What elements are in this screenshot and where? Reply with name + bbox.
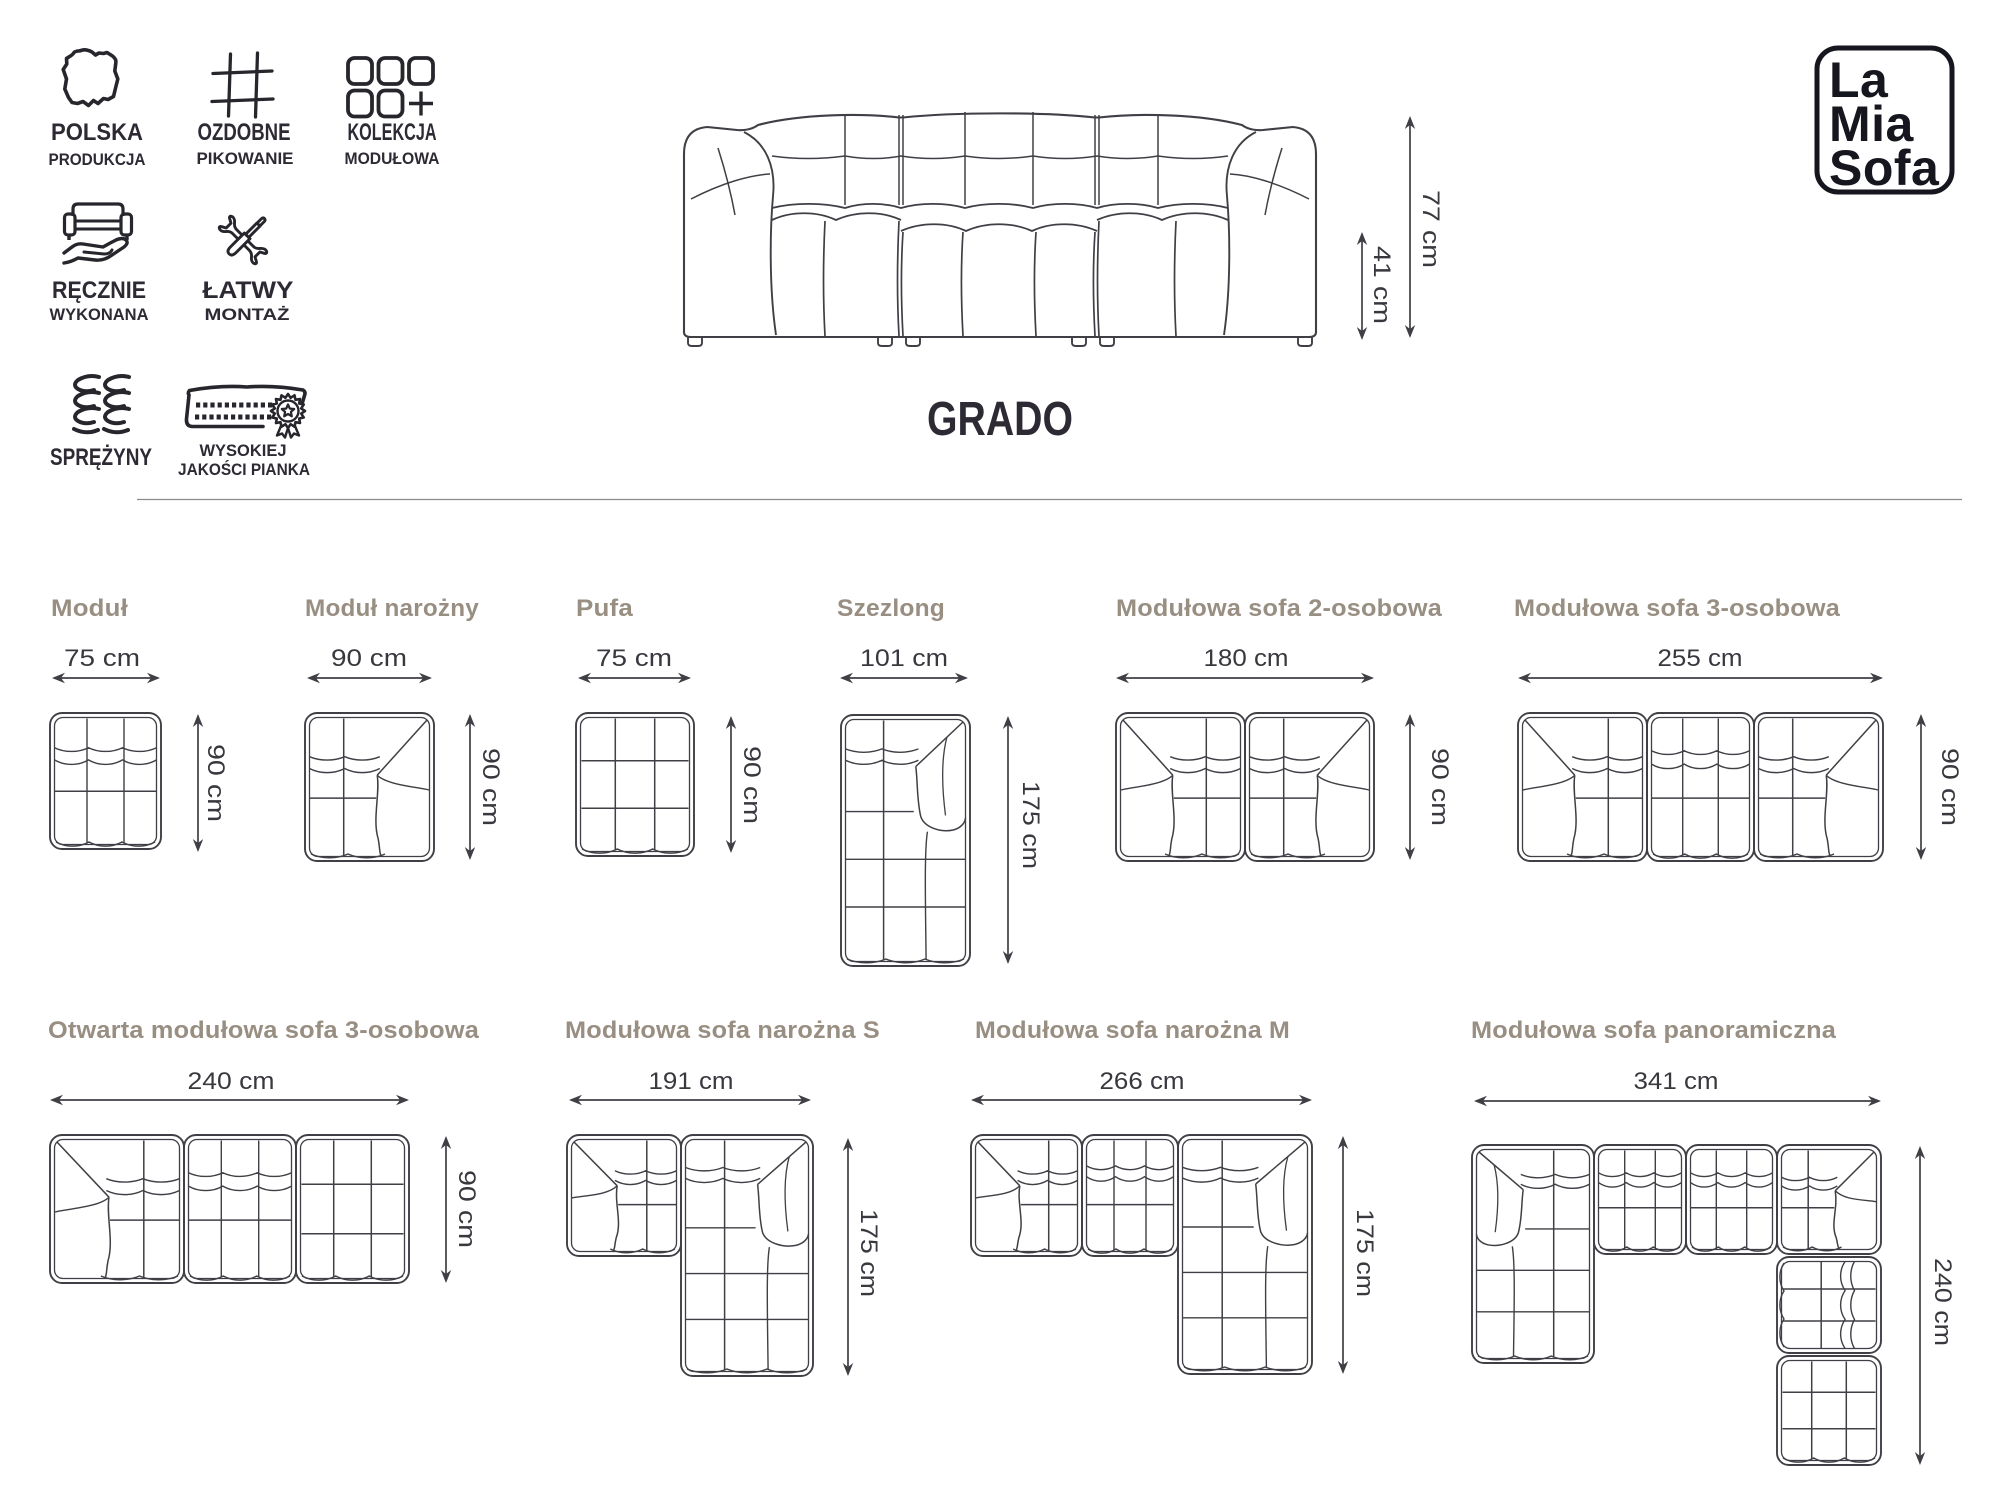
svg-text:Moduł narożny: Moduł narożny: [305, 595, 479, 622]
svg-text:77 cm: 77 cm: [1417, 190, 1444, 268]
svg-text:175 cm: 175 cm: [855, 1209, 882, 1297]
svg-text:KOLEKCJA: KOLEKCJA: [348, 119, 437, 146]
svg-text:101 cm: 101 cm: [860, 645, 948, 672]
svg-text:255 cm: 255 cm: [1658, 645, 1743, 672]
svg-text:Moduł: Moduł: [51, 595, 128, 622]
svg-text:266 cm: 266 cm: [1100, 1068, 1185, 1095]
svg-text:90 cm: 90 cm: [453, 1170, 480, 1248]
svg-text:Modułowa sofa 3-osobowa: Modułowa sofa 3-osobowa: [1514, 595, 1840, 622]
svg-text:175 cm: 175 cm: [1351, 1209, 1378, 1297]
svg-text:90 cm: 90 cm: [1936, 748, 1963, 826]
svg-text:ŁATWY: ŁATWY: [203, 277, 294, 304]
svg-text:Mia: Mia: [1829, 96, 1915, 152]
svg-text:JAKOŚCI PIANKA: JAKOŚCI PIANKA: [178, 460, 310, 479]
svg-text:MONTAŻ: MONTAŻ: [205, 306, 290, 324]
svg-text:WYSOKIEJ: WYSOKIEJ: [200, 442, 287, 460]
svg-text:Modułowa sofa narożna M: Modułowa sofa narożna M: [975, 1017, 1290, 1044]
svg-text:341 cm: 341 cm: [1634, 1068, 1719, 1095]
svg-text:OZDOBNE: OZDOBNE: [198, 119, 291, 146]
svg-text:75 cm: 75 cm: [64, 645, 140, 672]
svg-text:SPRĘŻYNY: SPRĘŻYNY: [50, 444, 152, 471]
svg-text:240 cm: 240 cm: [188, 1068, 275, 1095]
svg-text:90 cm: 90 cm: [331, 645, 407, 672]
svg-text:240 cm: 240 cm: [1929, 1258, 1956, 1346]
svg-text:Szezlong: Szezlong: [837, 595, 945, 622]
svg-text:Otwarta modułowa sofa 3-osobow: Otwarta modułowa sofa 3-osobowa: [48, 1017, 479, 1044]
svg-text:POLSKA: POLSKA: [51, 119, 143, 146]
svg-text:Sofa: Sofa: [1829, 140, 1940, 196]
svg-text:175 cm: 175 cm: [1017, 781, 1044, 869]
svg-text:90 cm: 90 cm: [738, 746, 765, 824]
svg-text:Modułowa sofa narożna S: Modułowa sofa narożna S: [565, 1017, 880, 1044]
svg-text:PIKOWANIE: PIKOWANIE: [197, 150, 294, 168]
svg-text:90 cm: 90 cm: [1426, 748, 1453, 826]
svg-text:RĘCZNIE: RĘCZNIE: [52, 277, 146, 304]
svg-text:GRADO: GRADO: [927, 392, 1073, 446]
svg-text:90 cm: 90 cm: [202, 744, 229, 822]
svg-text:180 cm: 180 cm: [1204, 645, 1289, 672]
svg-text:Modułowa sofa panoramiczna: Modułowa sofa panoramiczna: [1471, 1017, 1836, 1044]
svg-text:Pufa: Pufa: [576, 595, 633, 622]
svg-text:41 cm: 41 cm: [1368, 246, 1395, 324]
svg-text:75 cm: 75 cm: [596, 645, 672, 672]
svg-text:La: La: [1829, 52, 1889, 108]
svg-text:Modułowa sofa 2-osobowa: Modułowa sofa 2-osobowa: [1116, 595, 1442, 622]
svg-text:MODUŁOWA: MODUŁOWA: [345, 150, 440, 168]
svg-text:90 cm: 90 cm: [477, 748, 504, 826]
svg-text:191 cm: 191 cm: [649, 1068, 734, 1095]
svg-text:WYKONANA: WYKONANA: [50, 306, 149, 324]
svg-text:PRODUKCJA: PRODUKCJA: [49, 151, 146, 169]
